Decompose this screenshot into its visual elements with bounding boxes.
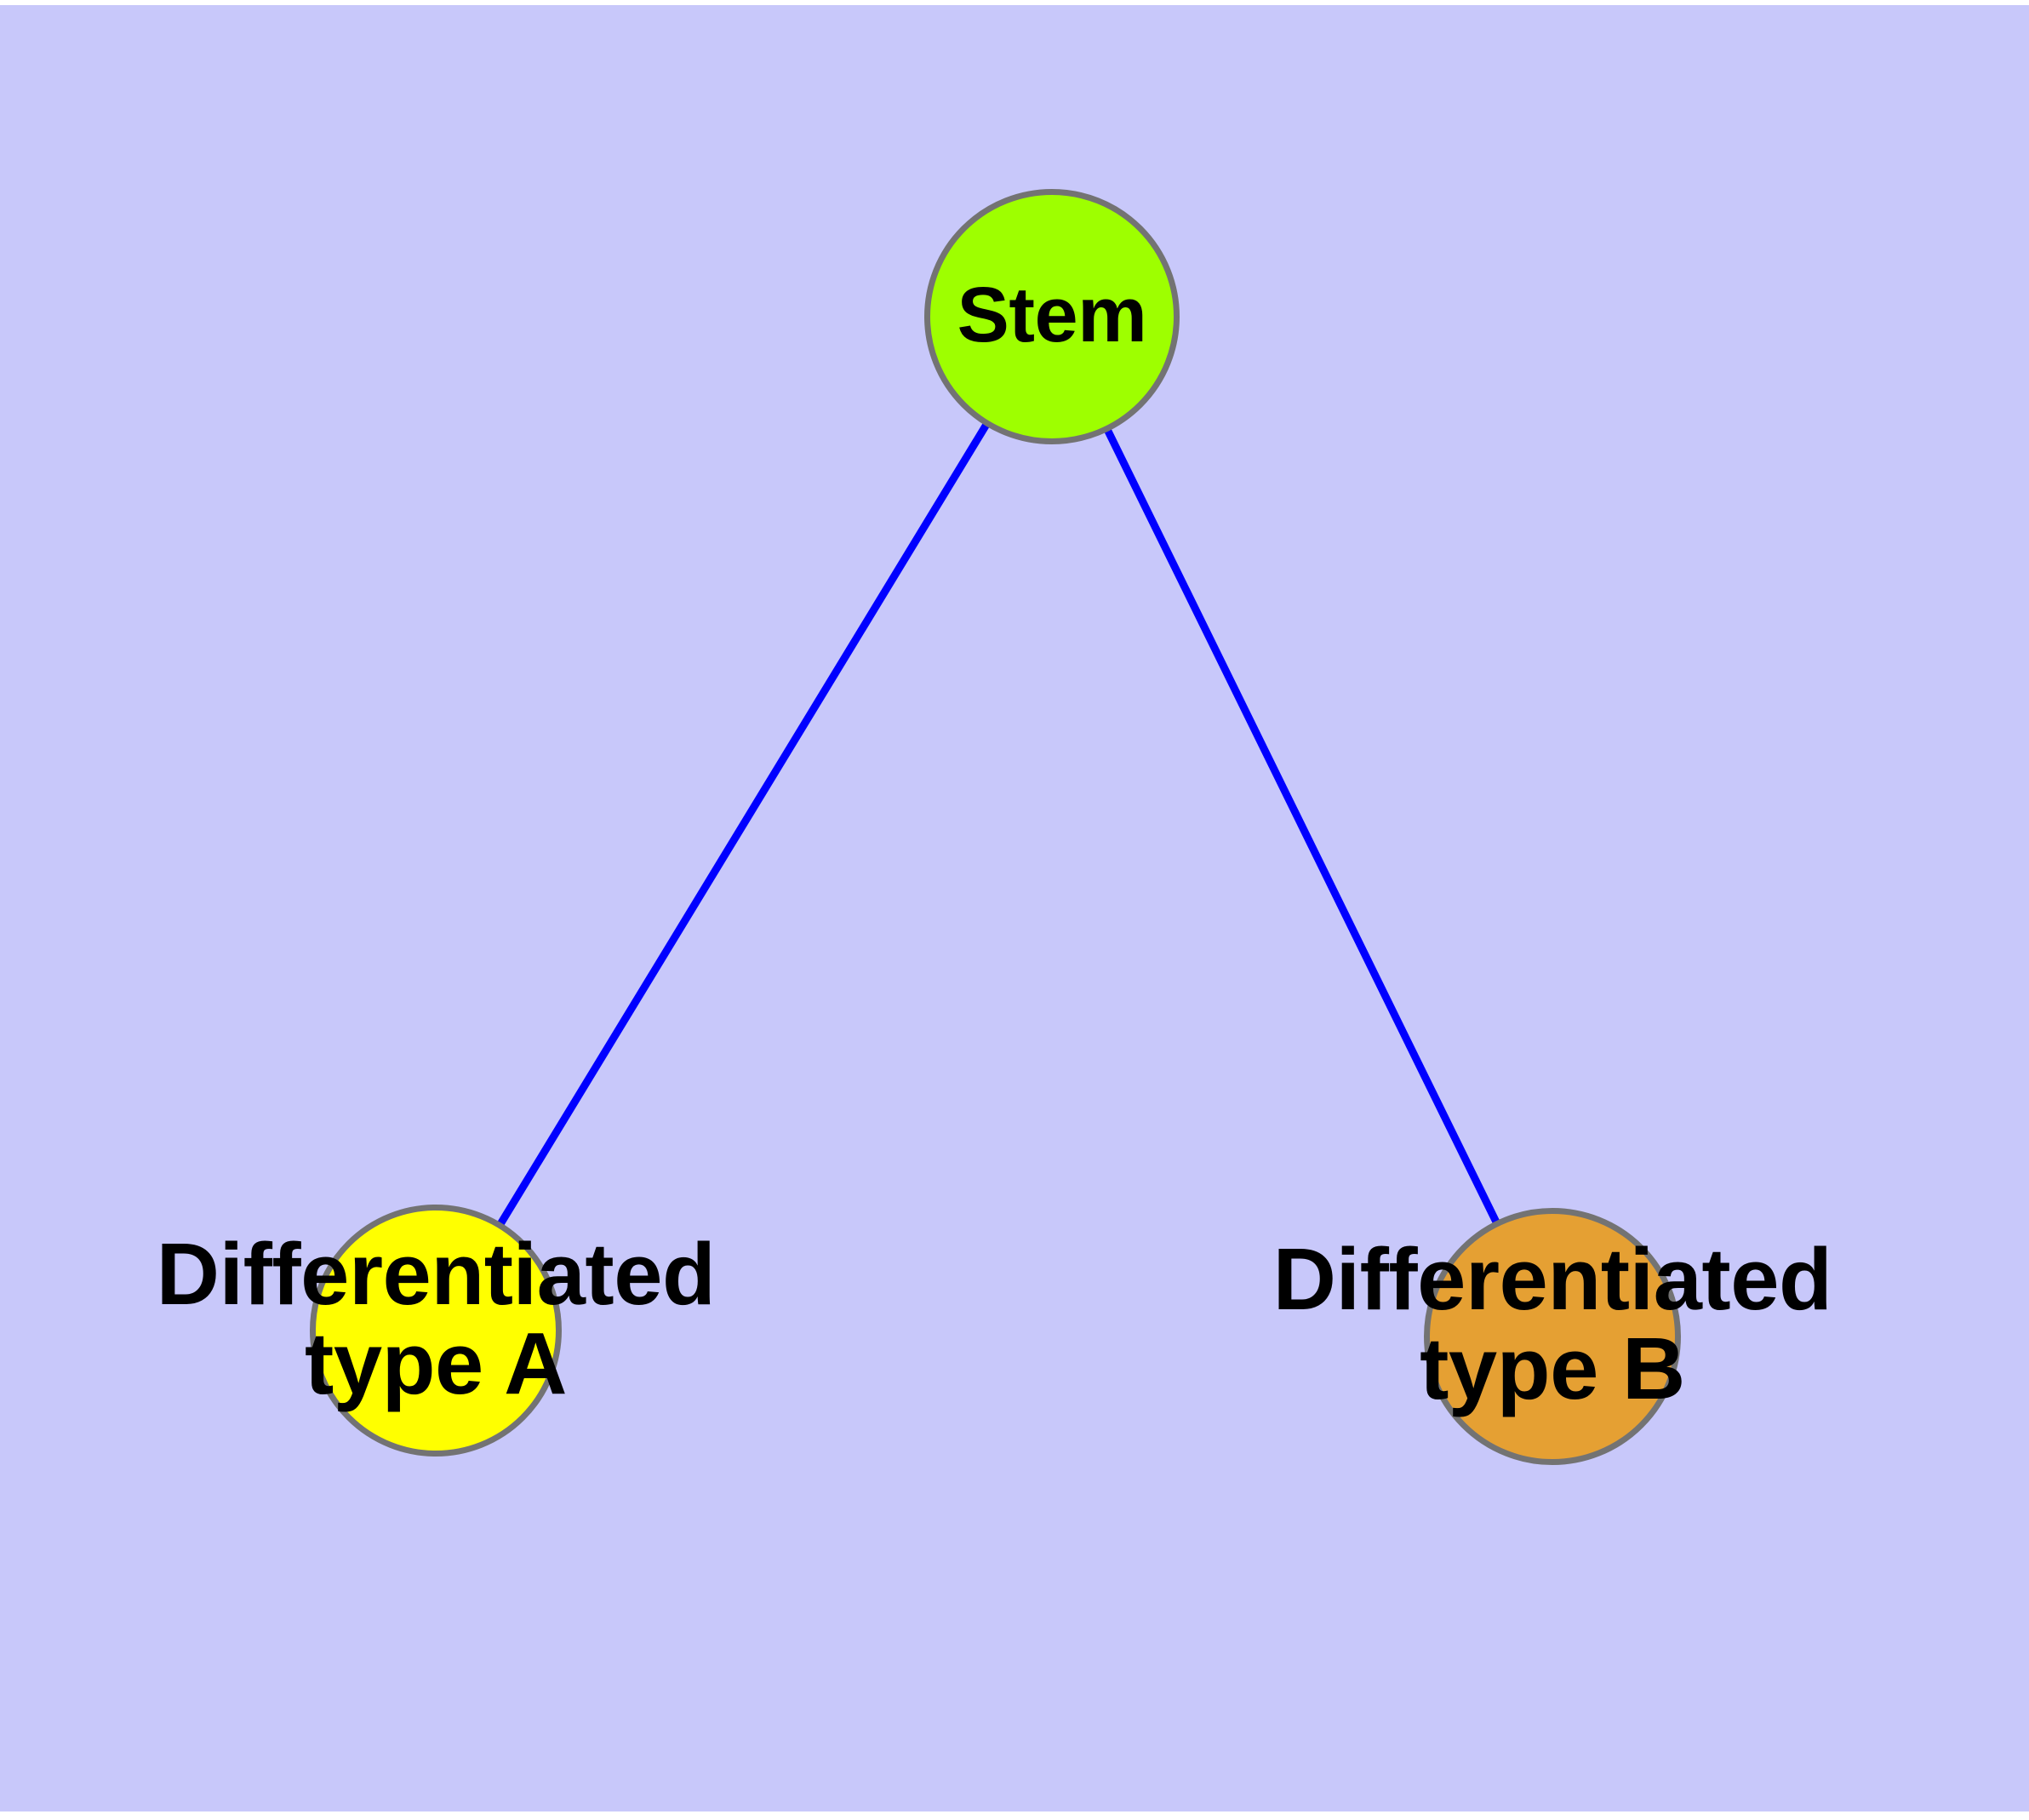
edge-layer [488, 400, 1508, 1241]
node-differentiated-type-a[interactable] [310, 1205, 562, 1457]
node-differentiated-type-b[interactable] [1424, 1208, 1681, 1465]
node-stem[interactable] [924, 189, 1180, 444]
edge-stem-to-differentiated-type-a[interactable] [488, 400, 1003, 1241]
graph-svg [310, 189, 1681, 1465]
edge-stem-to-differentiated-type-b[interactable] [1092, 404, 1508, 1240]
diagram-canvas: Stem Differentiated type A Differentiate… [0, 5, 2029, 1811]
node-layer [310, 189, 1681, 1465]
